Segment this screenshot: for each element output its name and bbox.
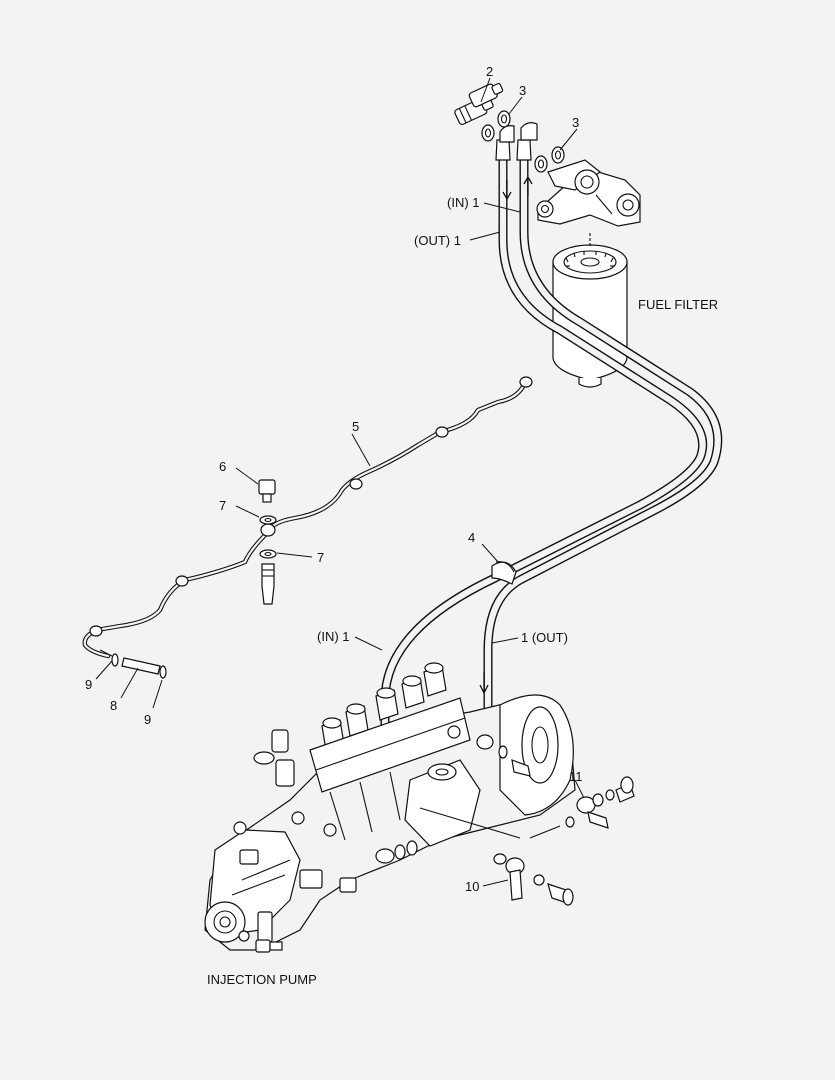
callout-7-bottom: 7: [317, 550, 324, 565]
callout-1-in-bottom: (IN) 1: [317, 629, 350, 644]
fuel-filter-caption: FUEL FILTER: [638, 297, 718, 312]
callout-5: 5: [352, 419, 359, 434]
callout-9-right: 9: [144, 712, 151, 727]
callout-1-out-bottom: 1 (OUT): [521, 630, 568, 645]
leak-off-pipe: [82, 376, 533, 659]
injection-pump-caption: INJECTION PUMP: [207, 972, 317, 987]
callout-3-washer-left: 3: [519, 83, 526, 98]
callouts: 2 3 3 (IN) 1 (OUT) 1 5 6 7 7 4 (IN) 1 1 …: [85, 64, 583, 894]
callout-8: 8: [110, 698, 117, 713]
hose-clamp: [491, 561, 517, 585]
callout-3-washer-right: 3: [572, 115, 579, 130]
callout-4: 4: [468, 530, 475, 545]
callout-9-left: 9: [85, 677, 92, 692]
callout-7-top: 7: [219, 498, 226, 513]
callout-11: 11: [569, 769, 583, 784]
return-hose-and-clips: [99, 649, 167, 679]
leader-lines: [95, 77, 585, 887]
injection-pump: [204, 662, 576, 953]
fuel-filter: [536, 159, 641, 388]
callout-1-out-top: (OUT) 1: [414, 233, 461, 248]
eye-bolt-and-washers: [258, 479, 277, 605]
callout-6: 6: [219, 459, 226, 474]
callout-2: 2: [486, 64, 493, 79]
banjo-fitting-10: [493, 853, 574, 906]
callout-1-in-top: (IN) 1: [447, 195, 480, 210]
banjo-fitting-11: [419, 776, 635, 839]
callout-10: 10: [465, 879, 479, 894]
